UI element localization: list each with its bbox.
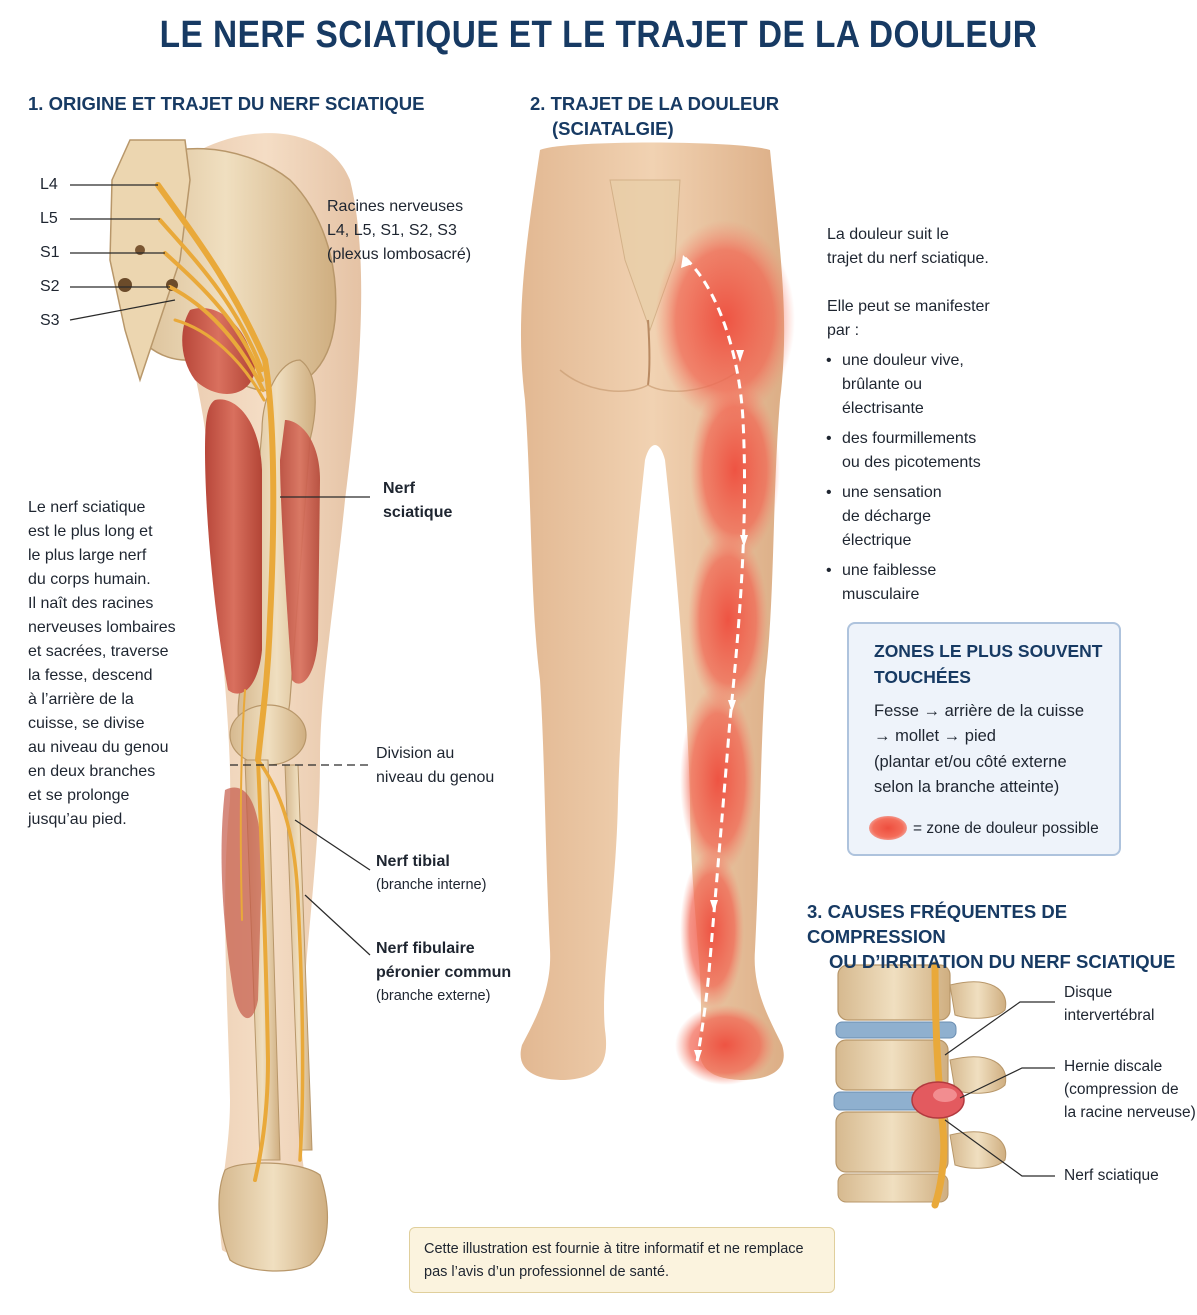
- sciatic-nerve-label: Nerf sciatique: [383, 480, 453, 521]
- page-title: LE NERF SCIATIQUE ET LE TRAJET DE LA DOU…: [159, 14, 1038, 56]
- body-pain-illustration: [520, 142, 795, 1085]
- vertebra-s1-label: S1: [40, 244, 60, 261]
- nerve-roots-caption: Racines nerveuses L4, L5, S1, S2, S3 (pl…: [327, 198, 472, 263]
- disclaimer-box: Cette illustration est fournie à titre i…: [409, 1227, 835, 1293]
- affected-zones-box: ZONES LE PLUS SOUVENT TOUCHÉES Fesse → a…: [847, 622, 1121, 856]
- zones-title: ZONES LE PLUS SOUVENT TOUCHÉES: [874, 641, 1103, 687]
- section1-heading: 1. ORIGINE ET TRAJET DU NERF SCIATIQUE: [28, 93, 425, 114]
- fibular-nerve-label: Nerf fibulaire péronier commun (branche …: [376, 940, 512, 1004]
- list-item: une douleur vive, brûlante ou électrisan…: [826, 349, 1046, 421]
- list-item: une faiblesse musculaire: [826, 559, 1046, 607]
- pain-zone-swatch: [869, 816, 907, 840]
- vertebra-s3-label: S3: [40, 312, 60, 329]
- list-item: une sensation de décharge électrique: [826, 481, 1046, 553]
- section2-heading: 2. TRAJET DE LA DOULEUR (SCIATALGIE): [530, 93, 780, 139]
- pain-zone-legend: = zone de douleur possible: [913, 820, 1099, 837]
- list-item: des fourmillements ou des picotements: [826, 427, 1046, 475]
- sciatic-description: Le nerf sciatique est le plus long et le…: [28, 499, 176, 828]
- symptom-list: une douleur vive, brûlante ou électrisan…: [826, 349, 1046, 613]
- section3-heading: 3. CAUSES FRÉQUENTES DE COMPRESSION OU D…: [807, 901, 1176, 972]
- tibial-nerve-label: Nerf tibial (branche interne): [376, 853, 487, 893]
- pain-intro: La douleur suit le trajet du nerf sciati…: [827, 226, 989, 267]
- zones-line-2: → mollet → pied: [874, 727, 996, 745]
- zones-line-3: (plantar et/ou côté externe: [874, 753, 1067, 771]
- vertebra-s2-label: S2: [40, 278, 60, 295]
- spine-hernia-illustration: [833, 961, 1055, 1209]
- disc-label: Disque intervertébral: [1064, 984, 1155, 1024]
- zones-line-4: selon la branche atteinte): [874, 778, 1060, 796]
- spine-nerve-label: Nerf sciatique: [1064, 1167, 1159, 1184]
- zones-line-1: Fesse → arrière de la cuisse: [874, 702, 1084, 720]
- leg-anatomy-illustration: [69, 133, 371, 1272]
- pain-manifest-intro: Elle peut se manifester par :: [827, 298, 990, 339]
- vertebra-l5-label: L5: [40, 210, 58, 227]
- hernia-label: Hernie discale (compression de la racine…: [1064, 1058, 1196, 1121]
- vertebra-l4-label: L4: [40, 176, 58, 193]
- knee-division-label: Division au niveau du genou: [376, 745, 495, 786]
